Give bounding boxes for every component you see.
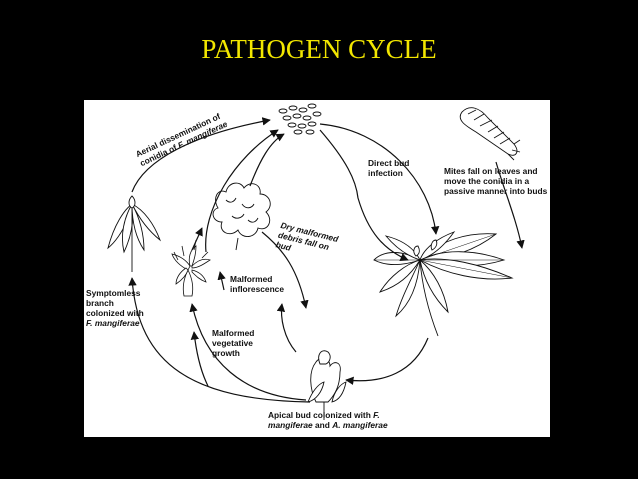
conidia-cluster-icon [278,103,322,135]
cycle-illustration [107,103,525,420]
apical-bud-icon [307,350,347,420]
malformed-inflorescence-icon [212,182,271,251]
label-mites: Mites fall on leaves and move the conidi… [444,166,548,196]
slide-title: PATHOGEN CYCLE [201,34,437,64]
mango-branch-icon [373,231,514,337]
label-apical-bud: Apical bud colonized with F. mangiferae … [268,410,388,430]
symptomless-branch-icon [107,195,161,272]
mite-icon [459,107,521,161]
pathogen-cycle-diagram: Aerial dissemination of conidia of F. ma… [84,100,550,437]
label-malformed-vegetative-growth: Malformed vegetative growth [212,328,255,358]
cycle-arrows [128,117,525,403]
label-symptomless-branch: Symptomless branch colonized with F. man… [86,288,144,328]
malformed-vegetative-growth-icon [171,239,211,297]
